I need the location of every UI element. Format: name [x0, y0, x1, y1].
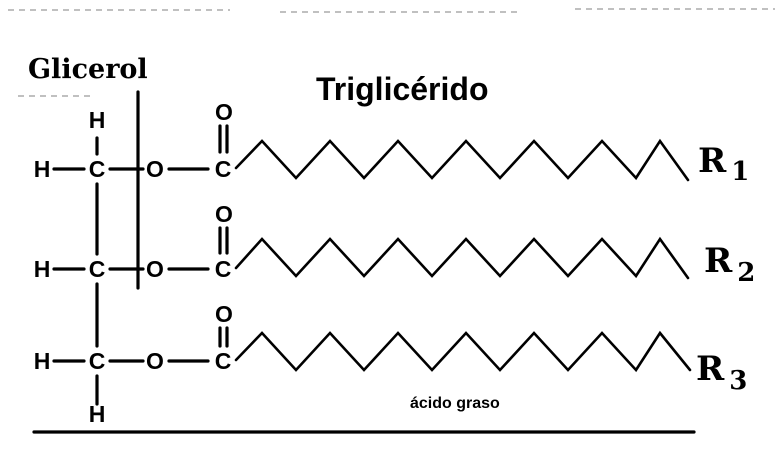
oxygen-atom: O: [215, 99, 233, 125]
hydrogen-atom: H: [34, 348, 51, 374]
diagram-title: Triglicérido: [316, 71, 488, 107]
hydrogen-atom: H: [89, 401, 106, 427]
oxygen-atom: O: [215, 201, 233, 227]
scan-noise: [8, 8, 775, 97]
oxygen-atom: O: [146, 156, 164, 182]
fatty-acid-chain-2: [234, 236, 690, 280]
carbon-atom: C: [89, 256, 106, 282]
fatty-acid-chain-1: [234, 138, 690, 182]
hydrogen-atom: H: [34, 156, 51, 182]
carbon-atom: C: [215, 256, 232, 282]
hydrogen-atom: H: [89, 107, 106, 133]
carbon-atom: C: [89, 156, 106, 182]
carbon-atom: C: [215, 156, 232, 182]
oxygen-atom: O: [146, 256, 164, 282]
glycerol-label: Glicerol: [28, 54, 148, 85]
carbon-atom: C: [215, 348, 232, 374]
oxygen-atom: O: [146, 348, 164, 374]
hydrogen-atom: H: [34, 256, 51, 282]
fatty-acid-caption: ácido graso: [410, 395, 500, 412]
carbon-atom: C: [89, 348, 106, 374]
fatty-acid-chain-3: [234, 330, 692, 373]
oxygen-atom: O: [215, 301, 233, 327]
